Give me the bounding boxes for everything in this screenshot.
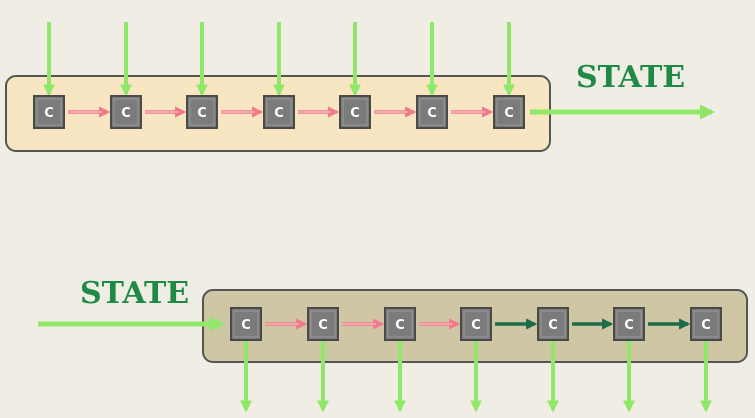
encoder-cell: C <box>263 95 295 129</box>
cell-label: C <box>504 106 514 121</box>
decoder-output-arrows <box>240 340 712 413</box>
cell-label: C <box>121 106 131 121</box>
cell-label: C <box>197 106 207 121</box>
decoder-cell: C <box>307 307 339 341</box>
encoder-state-label: STATE <box>576 60 685 95</box>
cell-label: C <box>395 318 405 333</box>
encoder-cell: C <box>493 95 525 129</box>
decoder-group: STATE C C C C C C C <box>38 276 748 413</box>
encoder-cell: C <box>33 95 65 129</box>
encoder-cell: C <box>110 95 142 129</box>
cell-label: C <box>274 106 284 121</box>
cell-label: C <box>624 318 634 333</box>
decoder-cell: C <box>690 307 722 341</box>
cell-label: C <box>471 318 481 333</box>
encoder-input-arrows <box>43 22 515 97</box>
encoder-cell: C <box>186 95 218 129</box>
encoder-cell: C <box>416 95 448 129</box>
cell-label: C <box>427 106 437 121</box>
cell-label: C <box>44 106 54 121</box>
cell-label: C <box>548 318 558 333</box>
decoder-state-label: STATE <box>80 276 189 311</box>
cell-label: C <box>350 106 360 121</box>
decoder-cell: C <box>613 307 645 341</box>
encoder-group: C C C C C C C STATE <box>5 22 715 152</box>
decoder-cell: C <box>460 307 492 341</box>
decoder-cell: C <box>384 307 416 341</box>
cell-label: C <box>701 318 711 333</box>
decoder-cell: C <box>230 307 262 341</box>
encoder-cell: C <box>339 95 371 129</box>
cell-label: C <box>318 318 328 333</box>
decoder-cell: C <box>537 307 569 341</box>
cell-label: C <box>241 318 251 333</box>
